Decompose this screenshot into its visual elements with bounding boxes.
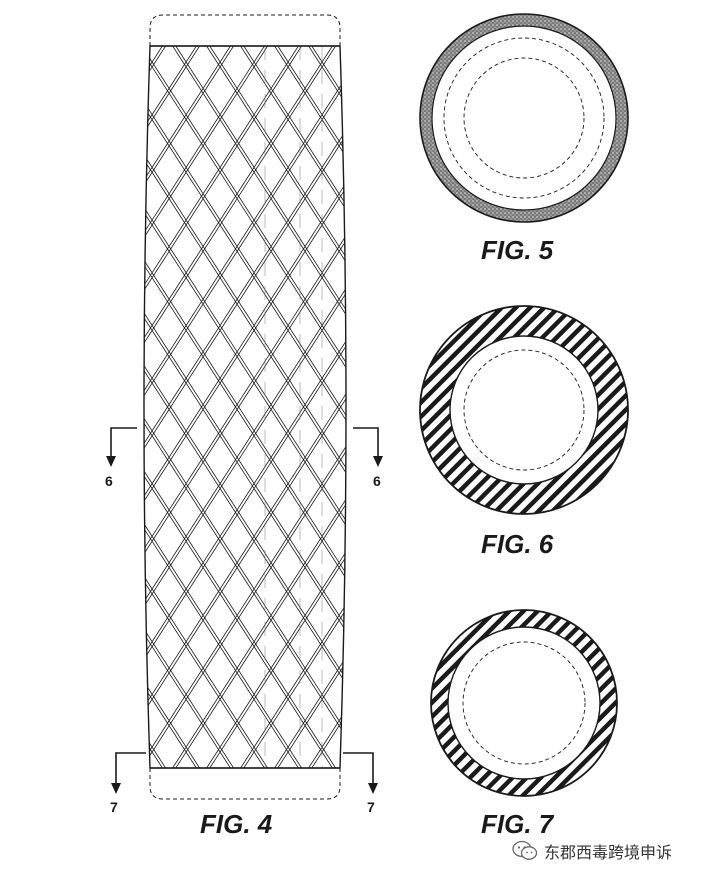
lattice-strut (144, 46, 197, 768)
section-arrow-6-left: 6 (105, 427, 137, 489)
section-label-6-right: 6 (373, 473, 381, 489)
lattice-strut (144, 46, 346, 768)
fig6-drawing: FIG. 6 (419, 305, 629, 559)
lattice-strut (144, 46, 231, 768)
lattice-strut (172, 46, 346, 768)
lattice-strut (144, 46, 265, 768)
watermark-text: 东郡西毒跨境申诉 (544, 843, 673, 862)
lattice-strut (144, 46, 302, 768)
fig5-dashed-circle-outer (443, 37, 605, 199)
section-label-7-left: 7 (110, 799, 118, 815)
fig4-bottom-dashed-cover (149, 768, 341, 800)
lattice-strut (144, 46, 333, 768)
lattice-strut (144, 46, 346, 768)
lattice-strut (240, 46, 346, 768)
lattice-strut (144, 46, 336, 768)
lattice-strut (144, 46, 166, 768)
lattice-strut (144, 46, 346, 768)
lattice-strut (144, 46, 200, 768)
lattice-strut (144, 46, 346, 768)
fig4-top-dashed-cover (149, 14, 341, 46)
section-label-6-left: 6 (105, 473, 113, 489)
fig4-drawing: 6 6 7 7 FIG. 4 (0, 14, 383, 839)
lattice-strut (144, 46, 197, 768)
lattice-strut (144, 46, 346, 768)
lattice-strut (144, 46, 268, 768)
section-arrow-6-right: 6 (353, 427, 383, 489)
lattice-strut (144, 46, 346, 768)
fig6-label: FIG. 6 (481, 529, 554, 559)
lattice-strut (144, 46, 346, 768)
watermark: 东郡西毒跨境申诉 (512, 838, 672, 864)
lattice-strut (144, 46, 346, 768)
section-arrow-7-right: 7 (343, 752, 378, 815)
lattice-strut (144, 46, 346, 768)
lattice-strut (144, 46, 163, 768)
fig7-label: FIG. 7 (481, 809, 555, 839)
lattice-strut (0, 46, 132, 768)
lattice-strut (144, 46, 200, 768)
lattice-strut (144, 46, 346, 768)
fig5-label: FIG. 5 (481, 235, 554, 265)
lattice-strut (175, 46, 346, 768)
lattice-strut (243, 46, 346, 768)
lattice-strut (144, 46, 163, 768)
lattice-strut (209, 46, 346, 768)
lattice-strut (144, 46, 299, 768)
lattice-strut (172, 46, 346, 768)
lattice-strut (0, 46, 128, 768)
lattice-strut (144, 46, 333, 768)
lattice-strut (144, 46, 346, 768)
fig6-dashed-circle (463, 349, 585, 471)
section-label-7-right: 7 (367, 799, 375, 815)
fig4-diamond-lattice (0, 46, 346, 768)
lattice-strut (240, 46, 346, 768)
lattice-strut (243, 46, 346, 768)
section-arrow-7-left: 7 (110, 752, 146, 815)
lattice-strut (144, 46, 346, 768)
lattice-strut (144, 46, 346, 768)
lattice-strut (144, 46, 234, 768)
fig5-drawing: FIG. 5 (419, 13, 629, 265)
lattice-strut (144, 46, 346, 768)
lattice-strut (144, 46, 265, 768)
lattice-strut (209, 46, 346, 768)
lattice-strut (0, 46, 132, 768)
lattice-strut (144, 46, 346, 768)
fig7-dashed-circle (462, 641, 586, 765)
lattice-strut (144, 46, 346, 768)
lattice-strut (144, 46, 268, 768)
fig5-dashed-circle-inner (463, 57, 585, 179)
fig7-drawing: FIG. 7 (430, 609, 618, 839)
lattice-strut (144, 46, 234, 768)
lattice-strut (144, 46, 346, 768)
lattice-strut (144, 46, 166, 768)
lattice-strut (206, 46, 346, 768)
lattice-strut (144, 46, 346, 768)
fig4-label: FIG. 4 (200, 809, 273, 839)
lattice-strut (144, 46, 302, 768)
lattice-strut (144, 46, 231, 768)
lattice-strut (144, 46, 299, 768)
lattice-strut (144, 46, 346, 768)
lattice-strut (0, 46, 128, 768)
lattice-strut (144, 46, 346, 768)
wechat-icon (512, 840, 538, 860)
lattice-strut (144, 46, 346, 768)
lattice-strut (206, 46, 346, 768)
lattice-strut (175, 46, 346, 768)
lattice-strut (144, 46, 336, 768)
lattice-strut (144, 46, 346, 768)
